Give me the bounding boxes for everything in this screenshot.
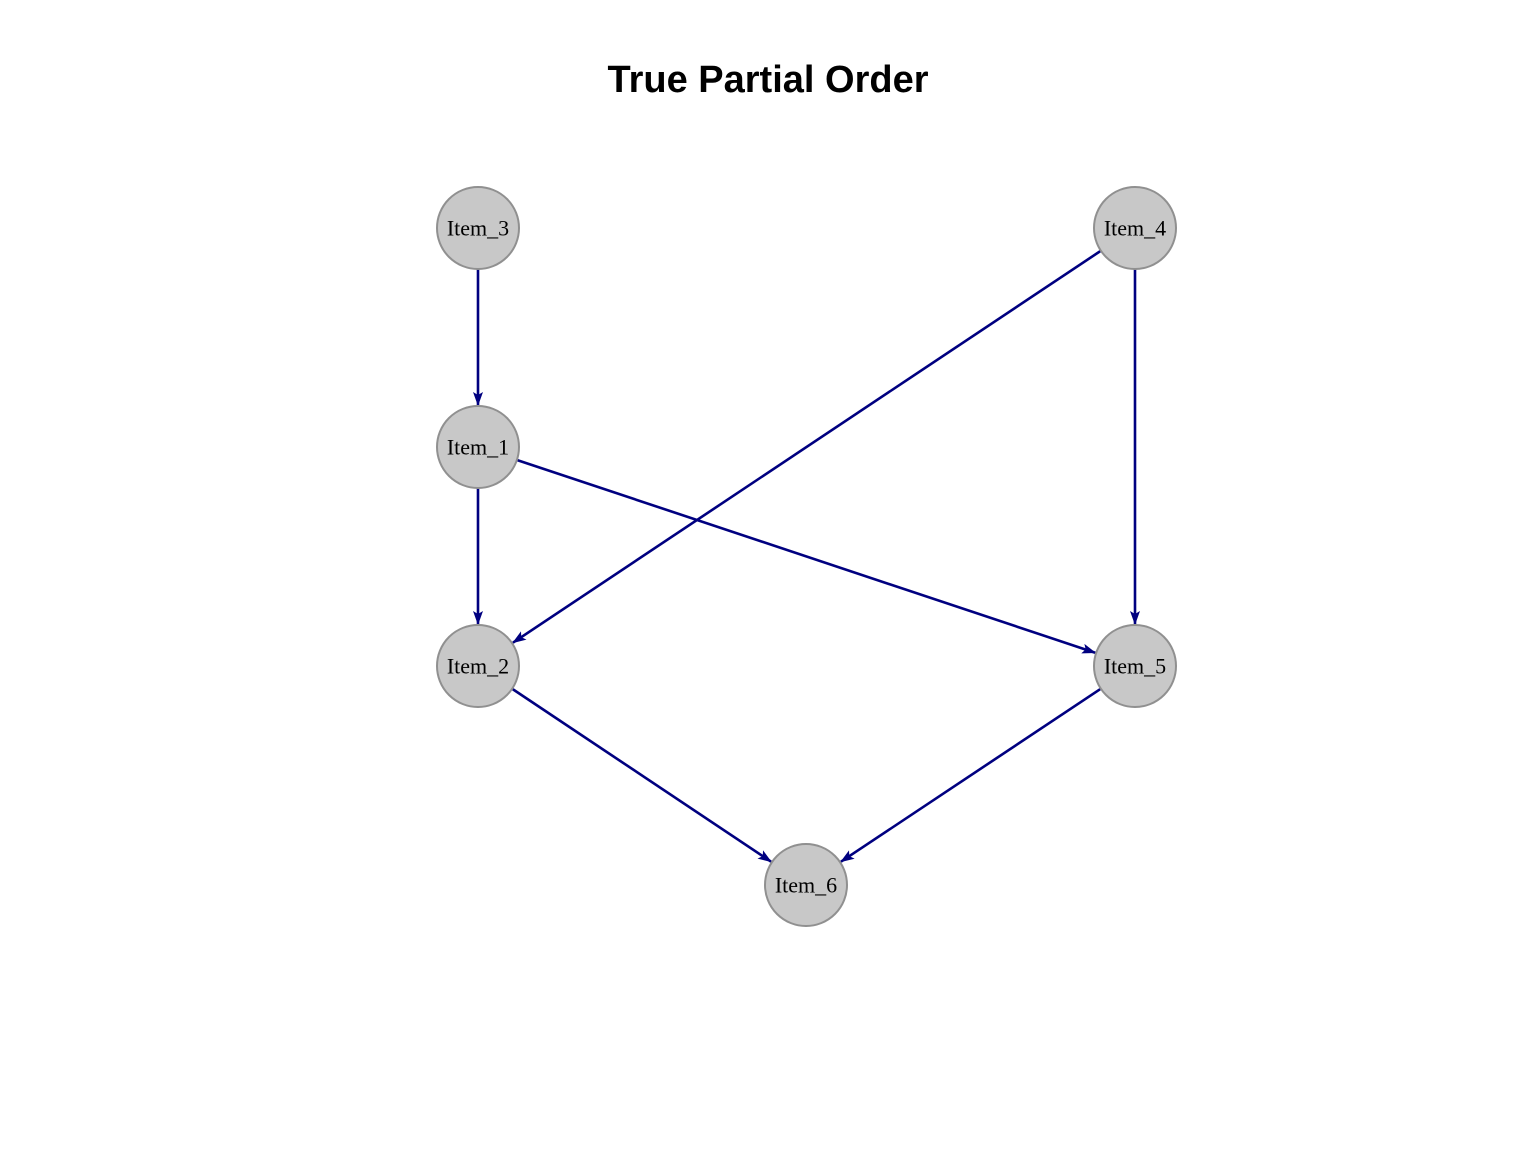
node-item-4: Item_4	[1093, 186, 1177, 270]
node-circle	[1093, 624, 1177, 708]
node-item-6: Item_6	[764, 843, 848, 927]
node-label: Item_2	[447, 654, 509, 679]
edge-item-4-to-item-2	[512, 249, 1102, 644]
node-circle	[436, 405, 520, 489]
node-item-3: Item_3	[436, 186, 520, 270]
edge-layer	[473, 249, 1140, 863]
node-label: Item_6	[775, 873, 837, 898]
node-circle	[436, 186, 520, 270]
edge-item-1-to-item-5	[516, 458, 1097, 654]
edge-item-5-to-item-6	[840, 687, 1102, 863]
node-label: Item_1	[447, 435, 509, 460]
edge-item-2-to-item-6	[511, 687, 772, 863]
node-item-1: Item_1	[436, 405, 520, 489]
node-item-2: Item_2	[436, 624, 520, 708]
node-circle	[436, 624, 520, 708]
node-label: Item_4	[1104, 216, 1166, 241]
node-label: Item_5	[1104, 654, 1166, 679]
diagram-title: True Partial Order	[607, 59, 929, 101]
node-circle	[764, 843, 848, 927]
node-circle	[1093, 186, 1177, 270]
node-item-5: Item_5	[1093, 624, 1177, 708]
node-label: Item_3	[447, 216, 509, 241]
